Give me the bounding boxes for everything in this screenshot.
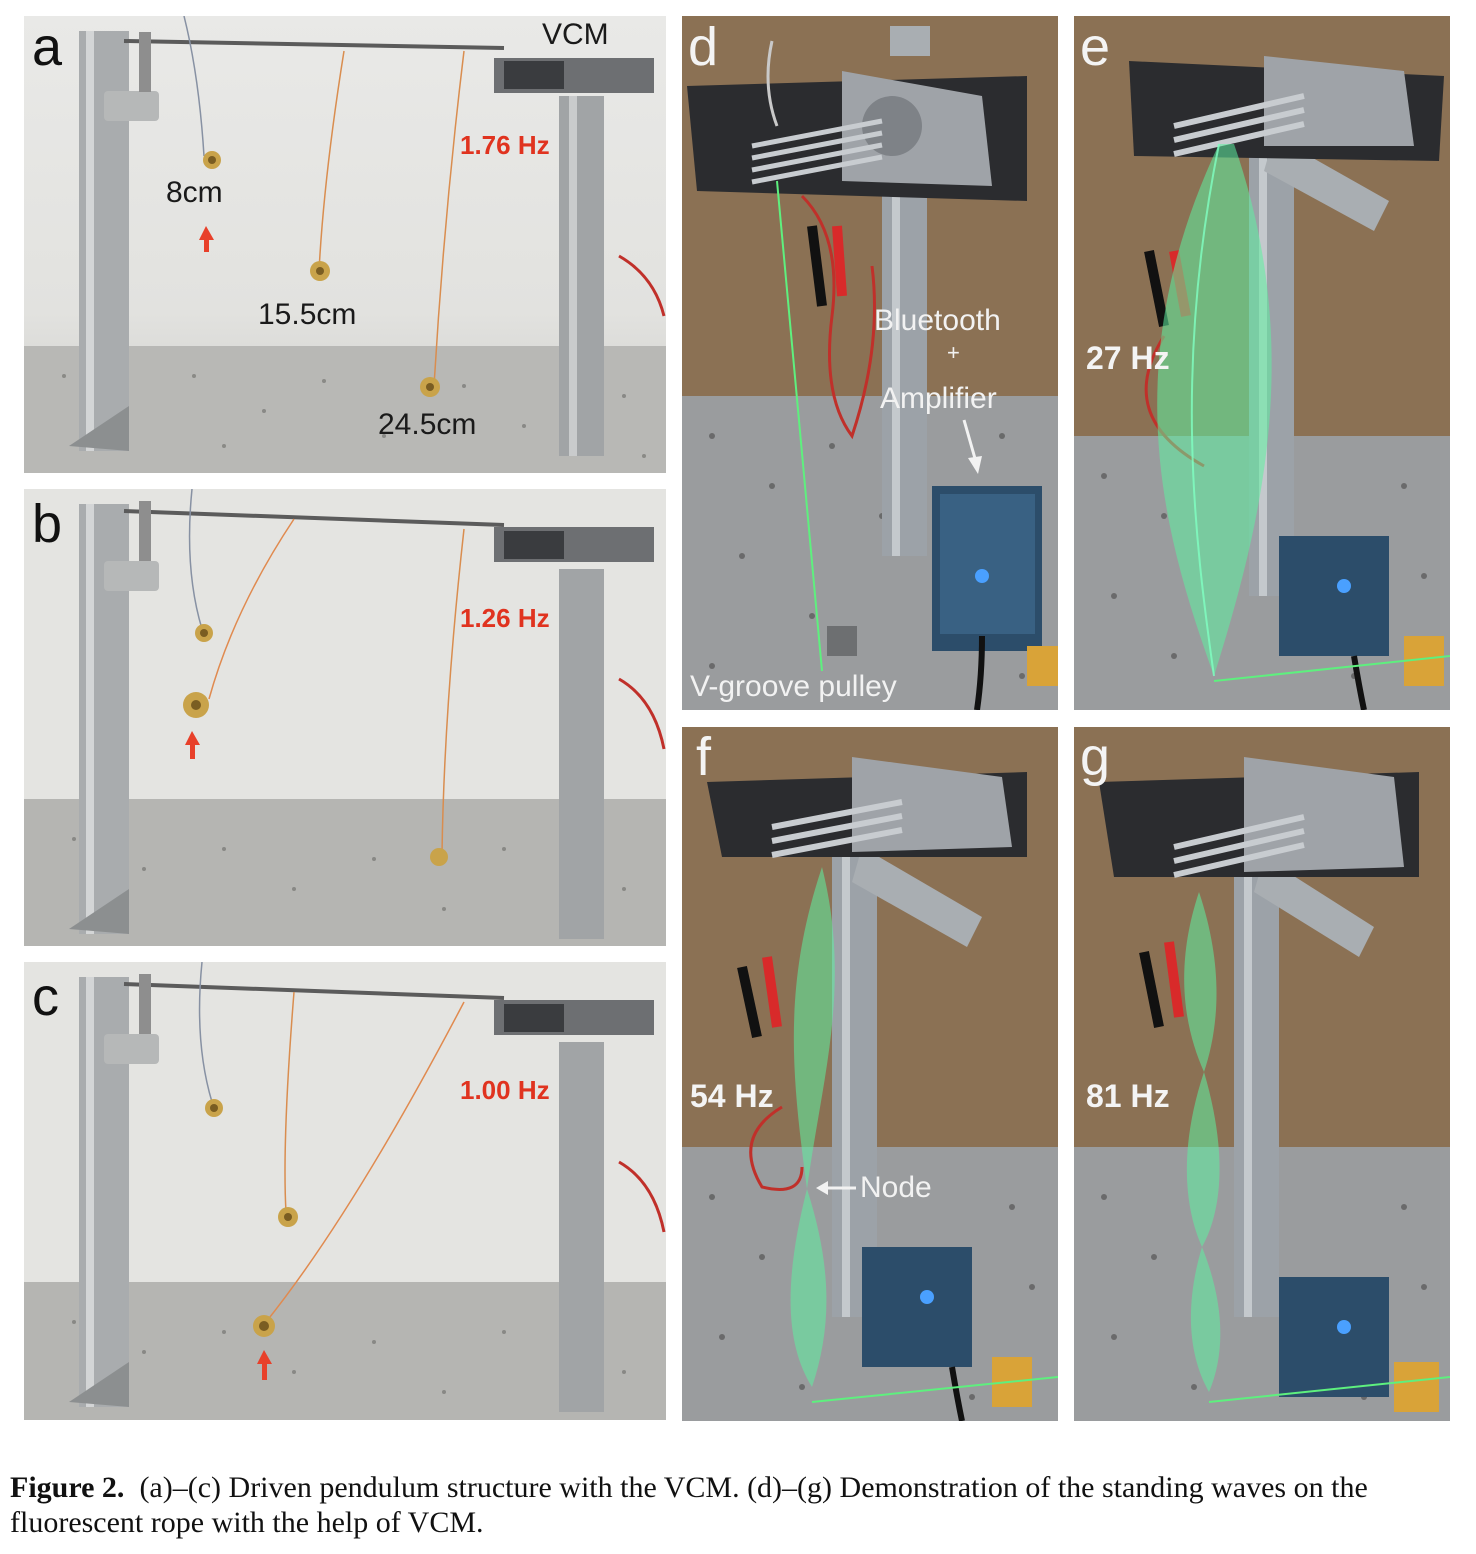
- panel-e-photo: [1074, 16, 1450, 710]
- panel-label-b: b: [32, 494, 63, 554]
- frequency-label-g: 81 Hz: [1086, 1078, 1170, 1114]
- v-groove-pulley-label: V-groove pulley: [690, 670, 897, 703]
- panel-label-g: g: [1080, 727, 1111, 787]
- panel-b-photo: [24, 489, 666, 946]
- panel-label-f: f: [696, 727, 712, 787]
- panel-d-photo: [682, 16, 1058, 710]
- vcm-label: VCM: [542, 18, 609, 51]
- bluetooth-label: Bluetooth: [874, 304, 1001, 337]
- red-arrow-icon: [199, 226, 214, 252]
- standing-wave-photo-d: [682, 16, 1058, 710]
- figure-caption: Figure 2. (a)–(c) Driven pendulum struct…: [10, 1470, 1470, 1540]
- plus-label: +: [947, 340, 960, 365]
- length-label-15-5cm: 15.5cm: [258, 298, 357, 331]
- red-arrow-icon: [185, 731, 200, 759]
- node-label: Node: [860, 1171, 932, 1204]
- frequency-label-c: 1.00 Hz: [460, 1075, 550, 1105]
- panel-g-photo: [1074, 727, 1450, 1421]
- panel-c-photo: [24, 962, 666, 1420]
- caption-text: (a)–(c) Driven pendulum structure with t…: [10, 1471, 1368, 1539]
- standing-wave-photo-g: [1074, 727, 1450, 1421]
- standing-wave-photo-f: [682, 727, 1058, 1421]
- frequency-label-b: 1.26 Hz: [460, 603, 550, 633]
- node-arrow-icon: [816, 1181, 856, 1195]
- figure-label: Figure 2.: [10, 1471, 125, 1504]
- frequency-label-e: 27 Hz: [1086, 340, 1170, 376]
- pendulum-photo-b: [24, 489, 666, 946]
- panel-label-c: c: [32, 967, 59, 1027]
- panel-label-d: d: [688, 17, 719, 77]
- panel-f-photo: [682, 727, 1058, 1421]
- panel-label-a: a: [32, 17, 63, 77]
- panel-label-e: e: [1080, 17, 1111, 77]
- panel-a-photo: [24, 16, 666, 473]
- frequency-label-f: 54 Hz: [690, 1078, 774, 1114]
- red-arrow-icon: [257, 1350, 272, 1380]
- length-label-8cm: 8cm: [166, 176, 223, 209]
- frequency-label-a: 1.76 Hz: [460, 130, 550, 160]
- standing-wave-photo-e: [1074, 16, 1450, 710]
- length-label-24-5cm: 24.5cm: [378, 408, 477, 441]
- pendulum-photo-a: [24, 16, 666, 473]
- amplifier-arrow-icon: [962, 419, 982, 474]
- pendulum-photo-c: [24, 962, 666, 1420]
- amplifier-label: Amplifier: [880, 382, 997, 415]
